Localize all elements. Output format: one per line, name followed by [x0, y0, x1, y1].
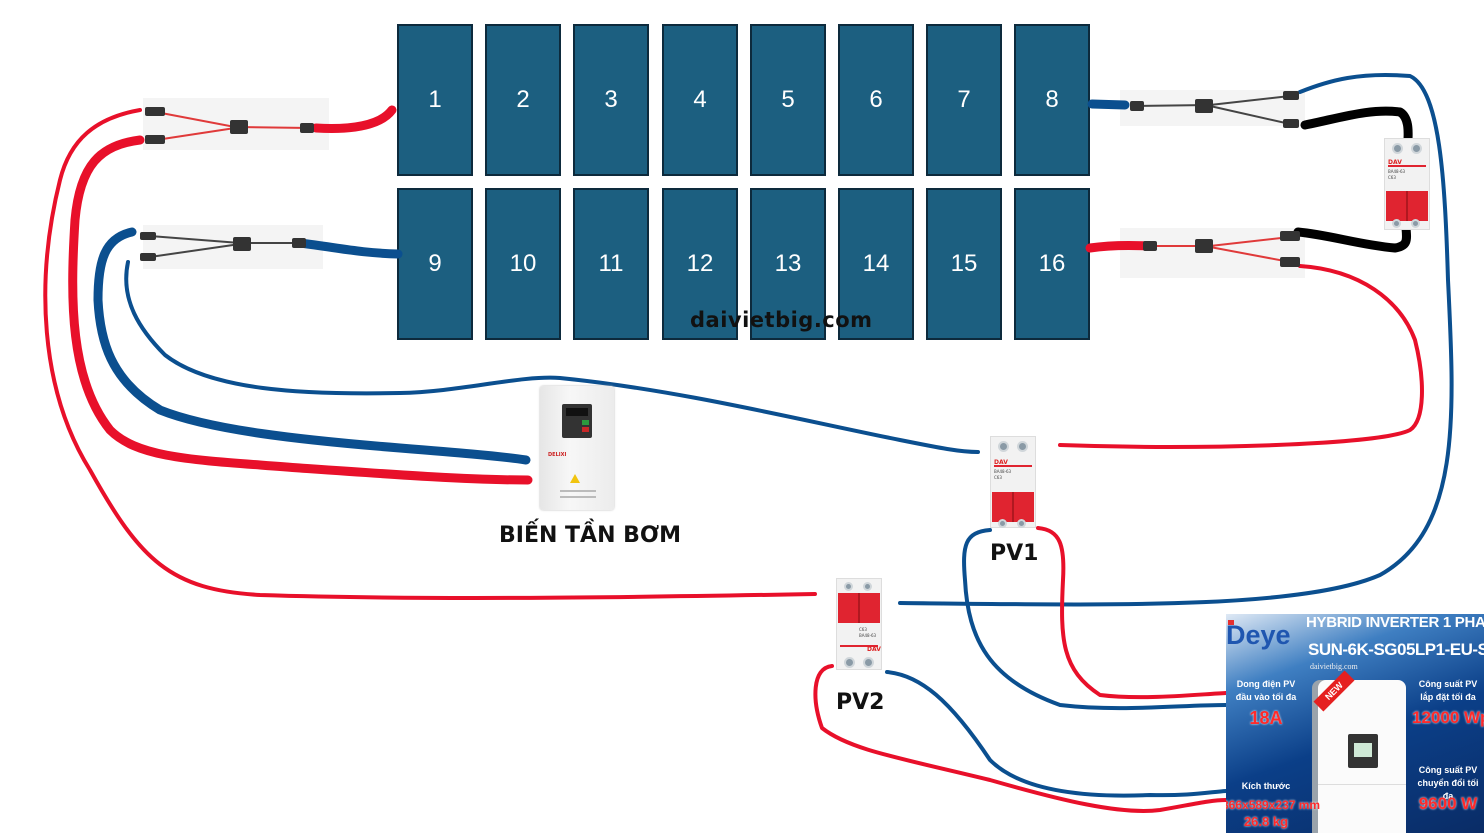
solar-panel-7: 7: [926, 24, 1002, 176]
solar-panel-2: 2: [485, 24, 561, 176]
spec-pv-install-caption: Công suất PV lắp đặt tối đa: [1418, 679, 1478, 702]
solar-panel-5: 5: [750, 24, 826, 176]
inverter-site: daivietbig.com: [1310, 662, 1358, 671]
solar-panel-1: 1: [397, 24, 473, 176]
solar-panel-10: 10: [485, 188, 561, 340]
deye-logo-mark: [1228, 620, 1234, 625]
solar-panel-3: 3: [573, 24, 649, 176]
hybrid-inverter-image: [1318, 680, 1406, 833]
wire-pv1-positive-to-inverter: [1036, 526, 1228, 700]
y-connector-string2-positive: [1120, 228, 1305, 278]
spec-dimensions-value: 366x589x237 mm: [1226, 798, 1321, 812]
spec-pv-install-value: 12000 Wp: [1412, 708, 1484, 727]
spec-pv-current-value: 18A: [1249, 708, 1283, 728]
solar-panel-9: 9: [397, 188, 473, 340]
solar-panel-11: 11: [573, 188, 649, 340]
pump-vfd-label: BIẾN TẦN BƠM: [499, 523, 682, 548]
wire-pv2-negative-to-inverter: [885, 670, 1228, 798]
deye-logo: Deye: [1226, 620, 1291, 650]
wire-pv2-positive-to-inverter: [813, 664, 1228, 813]
vfd-brand: DELIXI: [548, 452, 567, 458]
y-connector-string2-negative: [143, 225, 323, 269]
breaker-pv2: C63 BA48-63 DAV: [836, 578, 882, 670]
wire-string2-positive-to-pv1: [1058, 264, 1424, 449]
hybrid-inverter-ad: Deye HYBRID INVERTER 1 PHA SUN-6K-SG05LP…: [1226, 614, 1484, 833]
spec-pv-convert-caption: Công suất PV chuyển đổi tối đa: [1417, 765, 1479, 801]
jumper-wire-bottom: [1293, 223, 1412, 253]
solar-panel-15: 15: [926, 188, 1002, 340]
inverter-heading: HYBRID INVERTER 1 PHA: [1306, 614, 1484, 631]
breaker-pv1: DAV BA48-63 C63: [990, 436, 1036, 528]
solar-panel-16: 16: [1014, 188, 1090, 340]
solar-panel-6: 6: [838, 24, 914, 176]
spec-pv-convert-value: 9600 W: [1418, 794, 1478, 813]
breaker-pv1-label: PV1: [990, 541, 1039, 566]
wire-string1-positive-to-pv2: [43, 108, 817, 600]
pump-vfd-device: DELIXI: [540, 386, 614, 510]
inverter-model: SUN-6K-SG05LP1-EU-SM2: [1308, 640, 1484, 659]
breaker-top-right: DAV BA48-63 C63: [1384, 138, 1430, 230]
vfd-keypad: [562, 404, 592, 438]
inverter-screen: [1348, 734, 1378, 768]
solar-panel-8: 8: [1014, 24, 1090, 176]
spec-weight-value: 26.8 kg: [1243, 814, 1289, 829]
breaker-pv2-label: PV2: [836, 690, 885, 715]
watermark: daivietbig.com: [690, 308, 873, 332]
warning-icon: [570, 474, 580, 483]
solar-panel-4: 4: [662, 24, 738, 176]
spec-dimensions-caption: Kích thước: [1241, 781, 1291, 791]
spec-pv-current-caption: Dong điện PV đầu vào tối đa: [1235, 679, 1297, 702]
jumper-wire-top: [1300, 106, 1413, 145]
y-connector-string1-negative: [1120, 90, 1305, 126]
y-connector-string1-positive: [143, 98, 329, 150]
